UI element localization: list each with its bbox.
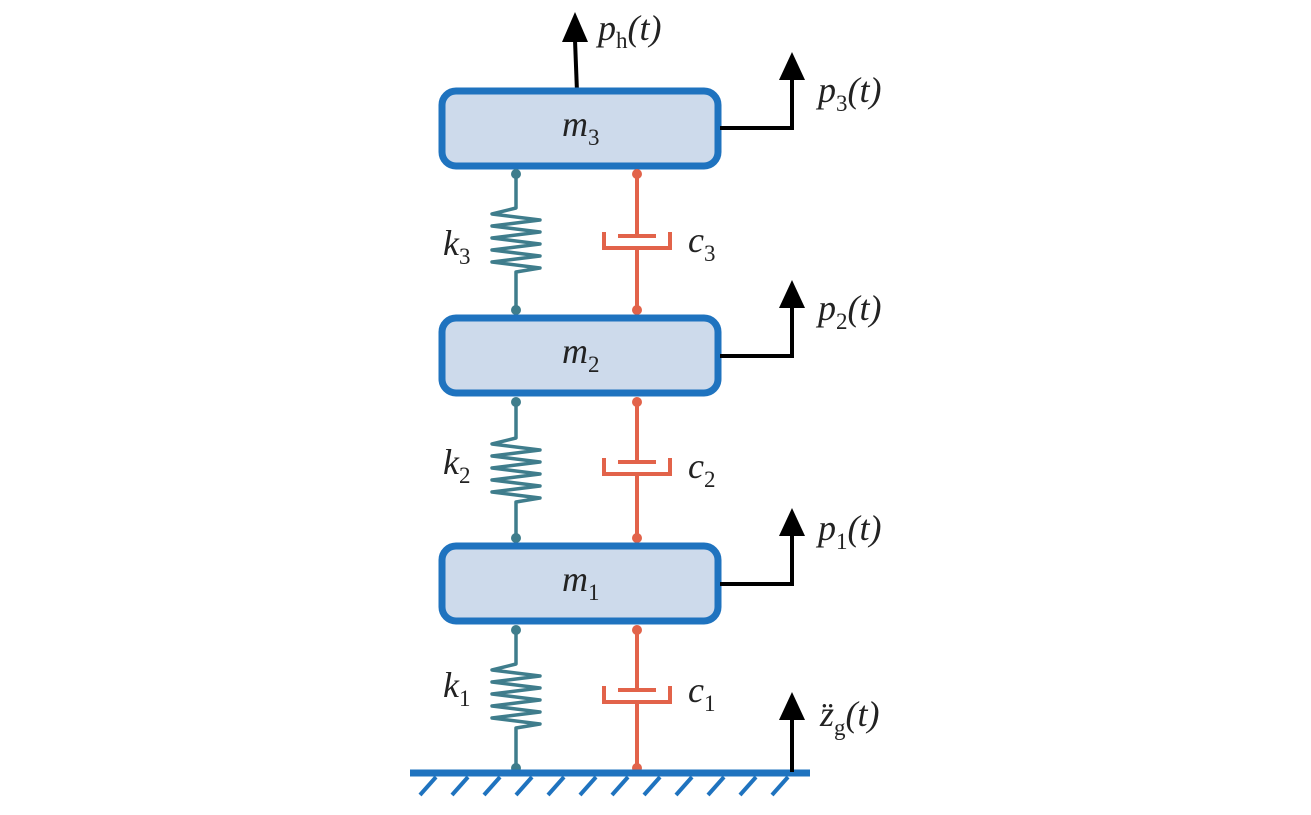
damper-1 [602,625,672,773]
spring-2 [490,397,542,543]
damper-2-label: c2 [688,446,715,492]
spring-3 [490,169,542,315]
force-3-arrow [720,52,805,130]
damper-1-label: c1 [688,670,715,716]
damper-2 [602,397,672,543]
spring-2-label: k2 [443,442,470,488]
damper-3 [602,169,672,315]
mass-2 [438,314,722,397]
force-2-label: p2(t) [815,288,881,334]
force-2-arrow [720,280,805,358]
mass-3-label: m3 [562,104,600,150]
top-force-label: ph(t) [595,8,661,53]
mass-1-label: m1 [562,559,600,605]
mass-3 [438,87,722,170]
spring-1 [490,625,542,773]
ground-hatching [418,775,790,797]
spring-1-label: k1 [443,665,470,711]
damper-3-label: c3 [688,220,715,266]
force-3-label: p3(t) [815,70,881,116]
top-force-arrow [562,12,588,93]
force-1-label: p1(t) [815,508,881,554]
ground [410,769,810,797]
mass-2-label: m2 [562,331,600,377]
ground-accel-label: z̈g(t) [819,694,880,740]
force-1-arrow [720,508,805,586]
mass-1 [438,542,722,625]
spring-3-label: k3 [443,223,470,269]
ground-accel-arrow [779,692,805,772]
